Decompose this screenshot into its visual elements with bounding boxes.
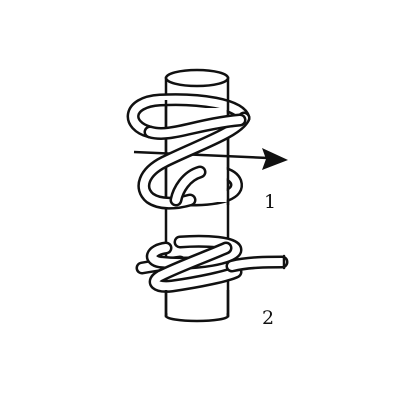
- step-2-label: 2: [262, 307, 275, 329]
- rope-coil-front: [137, 111, 251, 210]
- step-1-label: 1: [264, 191, 277, 213]
- post-lower-edges: [164, 290, 230, 316]
- rope-hitch: [135, 234, 289, 293]
- direction-arrow: [133, 148, 288, 170]
